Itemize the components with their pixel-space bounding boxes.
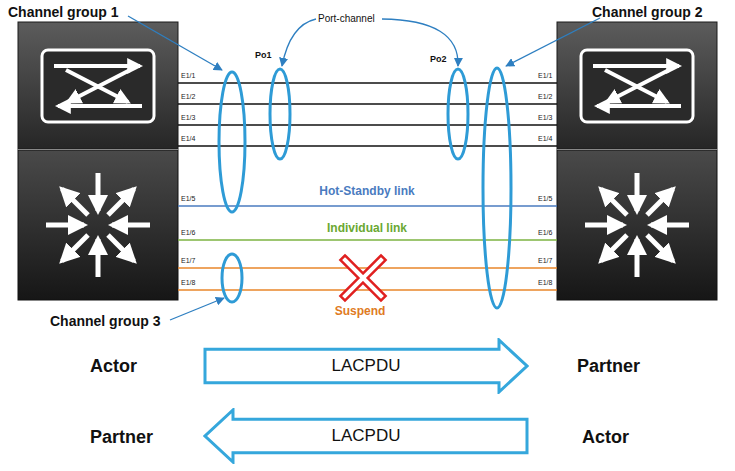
diagram-label: Suspend [335,305,386,319]
left-switch [18,22,178,300]
diagram-label: Po2 [430,54,447,64]
channel-group-ellipses [219,68,511,308]
diagram-label: E1/8 [538,279,552,287]
lacpdu-arrow: LACPDU [203,408,529,464]
diagram-label: Channel group 1 [8,4,118,20]
diagram-label: E1/4 [181,135,195,143]
diagram-label: Port-channel [318,13,375,25]
diagram-label: E1/3 [538,114,552,122]
diagram-label: E1/3 [181,114,195,122]
arrow-shape [205,410,527,462]
diagram-label: E1/1 [181,72,195,80]
arrow-label: LACPDU [332,356,401,376]
diagram-label: E1/7 [181,257,195,265]
diagram-label: Individual link [327,222,407,236]
diagram-label: Channel group 3 [50,313,160,329]
diagram-label: E1/2 [181,93,195,101]
diagram-label: E1/2 [538,93,552,101]
arrow-label: LACPDU [332,426,401,446]
diagram-label: E1/8 [181,279,195,287]
diagram-label: Hot-Standby link [319,185,414,199]
arrow-shape [205,340,527,392]
diagram-label: E1/6 [538,229,552,237]
lacpdu-arrow: LACPDU [203,338,529,394]
diagram-label: Actor [582,427,629,448]
diagram-label: E1/7 [538,257,552,265]
diagram-label: Partner [577,356,640,377]
diagram-label: E1/5 [181,195,195,203]
diagram-label: Po1 [255,50,272,60]
arrow-text-box: LACPDU [203,408,529,464]
diagram-label: E1/6 [181,229,195,237]
right-switch [557,22,717,300]
diagram-label: Partner [90,427,153,448]
suspend-cross [345,260,381,296]
diagram-label: E1/5 [538,195,552,203]
diagram-label: Actor [90,356,137,377]
diagram-label: E1/4 [538,135,552,143]
diagram-label: Channel group 2 [592,4,702,20]
pointer-arrows [128,16,600,320]
arrow-text-box: LACPDU [203,338,529,394]
diagram-label: E1/1 [538,72,552,80]
physical-links [178,83,557,290]
